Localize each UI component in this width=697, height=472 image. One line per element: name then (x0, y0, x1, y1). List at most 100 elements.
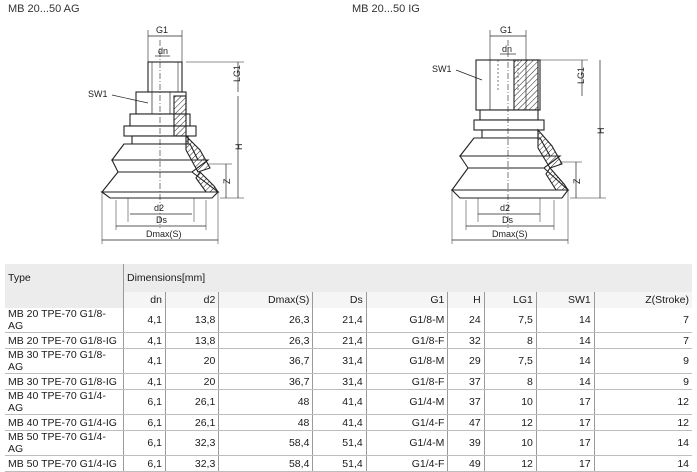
label-g1: G1 (500, 25, 512, 35)
value-cell: 9 (593, 348, 692, 374)
type-cell: MB 40 TPE-70 G1/4-IG (5, 414, 124, 431)
label-sw1: SW1 (88, 89, 108, 99)
label-z: Z (222, 178, 232, 184)
value-cell: 21,4 (312, 308, 367, 333)
type-cell: MB 20 TPE-70 G1/8-IG (5, 332, 124, 349)
value-cell: 37 (447, 373, 485, 390)
drawing-ag: G1 dn LG1 SW1 H Z d2 Ds Dmax(S) (88, 25, 244, 244)
label-dn: dn (502, 44, 512, 54)
value-cell: 4,1 (123, 308, 166, 333)
caption-right: MB 20...50 IG (352, 3, 420, 15)
value-cell: G1/8-F (365, 332, 448, 349)
value-cell: G1/4-M (365, 389, 448, 415)
value-cell: 36,7 (218, 373, 313, 390)
value-cell: 20 (164, 373, 219, 390)
value-cell: 7 (593, 308, 692, 333)
value-cell: 7,5 (483, 348, 537, 374)
value-cell: 49 (447, 455, 485, 472)
value-cell: 48 (218, 414, 313, 431)
label-ds: Ds (156, 215, 167, 225)
value-cell: 4,1 (123, 373, 166, 390)
column-header: H (447, 292, 485, 308)
value-cell: 26,1 (164, 414, 219, 431)
value-cell: 32,3 (164, 455, 219, 472)
type-cell: MB 20 TPE-70 G1/8-AG (5, 308, 124, 333)
label-d2: d2 (500, 203, 510, 213)
value-cell: 48 (218, 389, 313, 415)
type-cell: MB 50 TPE-70 G1/4-IG (5, 455, 124, 472)
value-cell: 6,1 (123, 414, 166, 431)
label-d2: d2 (154, 203, 164, 213)
value-cell: 41,4 (312, 389, 367, 415)
value-cell: 13,8 (164, 308, 219, 333)
value-cell: 6,1 (123, 430, 166, 456)
value-cell: 26,3 (218, 308, 313, 333)
label-dn: dn (158, 46, 168, 56)
value-cell: 12 (483, 455, 537, 472)
label-h: H (234, 144, 244, 151)
value-cell: 6,1 (123, 455, 166, 472)
drawing-ig: G1 dn LG1 SW1 H Z d2 Ds Dmax(S) (432, 25, 606, 244)
value-cell: 47 (447, 414, 485, 431)
value-cell: 58,4 (218, 430, 313, 456)
value-cell: 24 (447, 308, 485, 333)
value-cell: G1/8-F (365, 373, 448, 390)
value-cell: 17 (535, 430, 595, 456)
label-z: Z (572, 178, 582, 184)
value-cell: 32,3 (164, 430, 219, 456)
value-cell: G1/4-F (365, 414, 448, 431)
value-cell: 14 (535, 332, 595, 349)
type-header: Type (8, 272, 31, 284)
value-cell: 31,4 (312, 348, 367, 374)
value-cell: 51,4 (312, 430, 367, 456)
value-cell: 32 (447, 332, 485, 349)
label-dmax: Dmax(S) (146, 229, 182, 239)
value-cell: 4,1 (123, 348, 166, 374)
dimensions-group-header: Dimensions[mm] (123, 264, 692, 292)
value-cell: 14 (593, 455, 692, 472)
value-cell: 29 (447, 348, 485, 374)
value-cell: 14 (535, 373, 595, 390)
column-header: d2 (164, 292, 219, 308)
value-cell: 8 (483, 373, 537, 390)
value-cell: 21,4 (312, 332, 367, 349)
value-cell: 17 (535, 389, 595, 415)
value-cell: 20 (164, 348, 219, 374)
value-cell: 7 (593, 332, 692, 349)
value-cell: 10 (483, 389, 537, 415)
label-h: H (596, 128, 606, 135)
type-cell: MB 50 TPE-70 G1/4-AG (5, 430, 124, 456)
value-cell: 36,7 (218, 348, 313, 374)
column-header: Dmax(S) (218, 292, 313, 308)
value-cell: G1/8-M (365, 308, 448, 333)
label-lg1: LG1 (232, 65, 242, 82)
type-cell: MB 40 TPE-70 G1/4-AG (5, 389, 124, 415)
value-cell: 6,1 (123, 389, 166, 415)
value-cell: G1/4-M (365, 430, 448, 456)
value-cell: 26,1 (164, 389, 219, 415)
value-cell: 8 (483, 332, 537, 349)
value-cell: 12 (593, 389, 692, 415)
value-cell: 10 (483, 430, 537, 456)
value-cell: 26,3 (218, 332, 313, 349)
value-cell: 4,1 (123, 332, 166, 349)
column-header: dn (123, 292, 166, 308)
value-cell: G1/8-M (365, 348, 448, 374)
column-header: Ds (312, 292, 367, 308)
value-cell: 41,4 (312, 414, 367, 431)
label-dmax: Dmax(S) (492, 229, 528, 239)
value-cell: 17 (535, 414, 595, 431)
label-g1: G1 (156, 25, 168, 35)
value-cell: G1/4-F (365, 455, 448, 472)
value-cell: 17 (535, 455, 595, 472)
value-cell: 12 (593, 414, 692, 431)
